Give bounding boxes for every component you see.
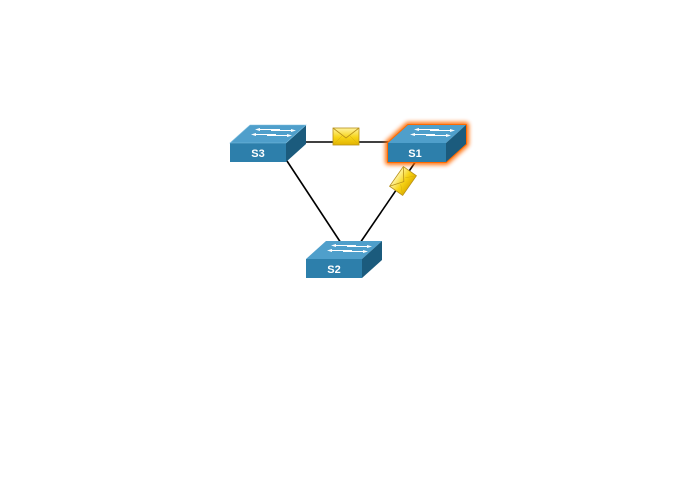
- link-s3-s2: [286, 160, 342, 244]
- envelope-icon: [332, 127, 360, 146]
- envelope-icon: [389, 166, 417, 196]
- switch-s1[interactable]: S1: [385, 122, 469, 165]
- switch-label: S3: [251, 148, 264, 160]
- switch-icon: [388, 125, 466, 162]
- switch-s2[interactable]: S2: [306, 241, 382, 278]
- switch-label: S1: [408, 148, 421, 160]
- switch-icon: [306, 241, 382, 278]
- switch-icon: [229, 124, 307, 162]
- switch-s3[interactable]: S3: [229, 124, 307, 162]
- switch-label: S2: [327, 264, 340, 276]
